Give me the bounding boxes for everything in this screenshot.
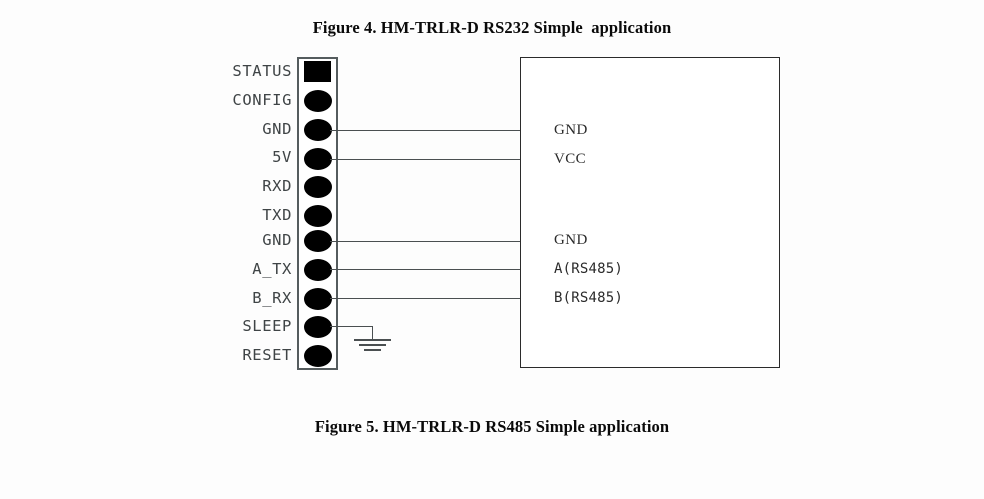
rs485-module-box bbox=[520, 57, 780, 368]
pin-label-a-tx: A_TX bbox=[252, 260, 292, 278]
pin-label-reset: RESET bbox=[242, 346, 292, 364]
pin-pad-b-rx bbox=[304, 288, 332, 310]
wire-sleep-horizontal bbox=[330, 326, 373, 327]
pin-pad-txd bbox=[304, 205, 332, 227]
ground-bar-2 bbox=[359, 344, 386, 346]
pin-pad-gnd-2 bbox=[304, 230, 332, 252]
wire-gnd-2 bbox=[330, 241, 521, 242]
module-label-b-rs485: B(RS485) bbox=[554, 290, 624, 306]
ground-bar-3 bbox=[364, 349, 381, 351]
figure-caption-top: Figure 4. HM-TRLR-D RS232 Simple applica… bbox=[312, 18, 672, 37]
module-label-a-rs485: A(RS485) bbox=[554, 261, 624, 277]
module-label-gnd-1: GND bbox=[554, 122, 588, 138]
pin-label-status: STATUS bbox=[232, 62, 292, 80]
pin-pad-status bbox=[304, 61, 331, 82]
module-label-gnd-2: GND bbox=[554, 232, 588, 248]
pin-pad-config bbox=[304, 90, 332, 112]
pin-label-sleep: SLEEP bbox=[242, 317, 292, 335]
pin-pad-a-tx bbox=[304, 259, 332, 281]
wire-a-tx bbox=[330, 269, 521, 270]
pin-label-txd: TXD bbox=[262, 206, 292, 224]
pin-label-gnd-2: GND bbox=[262, 231, 292, 249]
pin-label-rxd: RXD bbox=[262, 177, 292, 195]
wire-5v bbox=[330, 159, 521, 160]
pin-label-5v: 5V bbox=[272, 148, 292, 166]
wire-gnd-1 bbox=[330, 130, 521, 131]
pin-label-config: CONFIG bbox=[232, 91, 292, 109]
pin-label-gnd-1: GND bbox=[262, 120, 292, 138]
pin-pad-reset bbox=[304, 345, 332, 367]
pin-pad-5v bbox=[304, 148, 332, 170]
pin-label-b-rx: B_RX bbox=[252, 289, 292, 307]
pin-pad-sleep bbox=[304, 316, 332, 338]
module-label-vcc: VCC bbox=[554, 151, 587, 167]
pin-pad-rxd bbox=[304, 176, 332, 198]
figure-caption-bottom: Figure 5. HM-TRLR-D RS485 Simple applica… bbox=[314, 417, 670, 436]
wire-b-rx bbox=[330, 298, 521, 299]
pin-pad-gnd-1 bbox=[304, 119, 332, 141]
ground-bar-1 bbox=[354, 339, 391, 341]
wire-sleep-vertical bbox=[372, 326, 373, 339]
